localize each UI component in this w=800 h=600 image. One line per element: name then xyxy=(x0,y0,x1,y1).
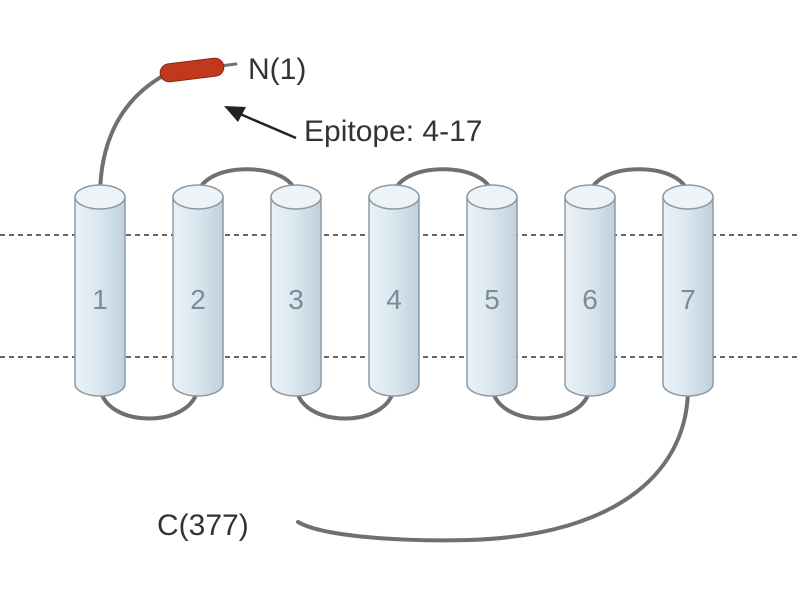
helix-body xyxy=(172,196,224,397)
helix-top-cap xyxy=(74,184,126,210)
helix-6: 6 xyxy=(564,184,616,397)
epitope-label: Epitope: 4-17 xyxy=(304,115,482,148)
helix-top-cap xyxy=(662,184,714,210)
intracellular-loop-1 xyxy=(98,382,200,421)
intracellular-loop-3 xyxy=(490,382,592,421)
c-terminus-label: C(377) xyxy=(157,509,249,542)
intracellular-loop-2 xyxy=(294,382,396,421)
helix-number-label: 5 xyxy=(484,284,500,315)
helix-top-cap xyxy=(172,184,224,210)
helix-group: 1 2 3 4 5 6 7 xyxy=(74,184,714,397)
helix-top-cap xyxy=(564,184,616,210)
helix-number-label: 3 xyxy=(288,284,304,315)
helix-1: 1 xyxy=(74,184,126,397)
helix-number-label: 7 xyxy=(680,284,696,315)
helix-number-label: 6 xyxy=(582,284,598,315)
c-terminal-tail xyxy=(296,382,691,543)
helix-top-cap xyxy=(368,184,420,210)
epitope-tag xyxy=(159,57,225,83)
helix-top-cap xyxy=(466,184,518,210)
helix-5: 5 xyxy=(466,184,518,397)
helix-body xyxy=(368,196,420,397)
helix-number-label: 2 xyxy=(190,284,206,315)
helix-4: 4 xyxy=(368,184,420,397)
helix-number-label: 4 xyxy=(386,284,402,315)
epitope-arrow xyxy=(224,106,297,140)
helix-3: 3 xyxy=(270,184,322,397)
helix-body xyxy=(662,196,714,397)
helix-body xyxy=(270,196,322,397)
n-terminus-label: N(1) xyxy=(248,53,306,86)
n-terminal-tail xyxy=(98,70,172,199)
helix-number-label: 1 xyxy=(92,284,108,315)
helix-top-cap xyxy=(270,184,322,210)
helix-2: 2 xyxy=(172,184,224,397)
helix-7: 7 xyxy=(662,184,714,397)
helix-body xyxy=(466,196,518,397)
helix-body xyxy=(74,196,126,397)
helix-body xyxy=(564,196,616,397)
